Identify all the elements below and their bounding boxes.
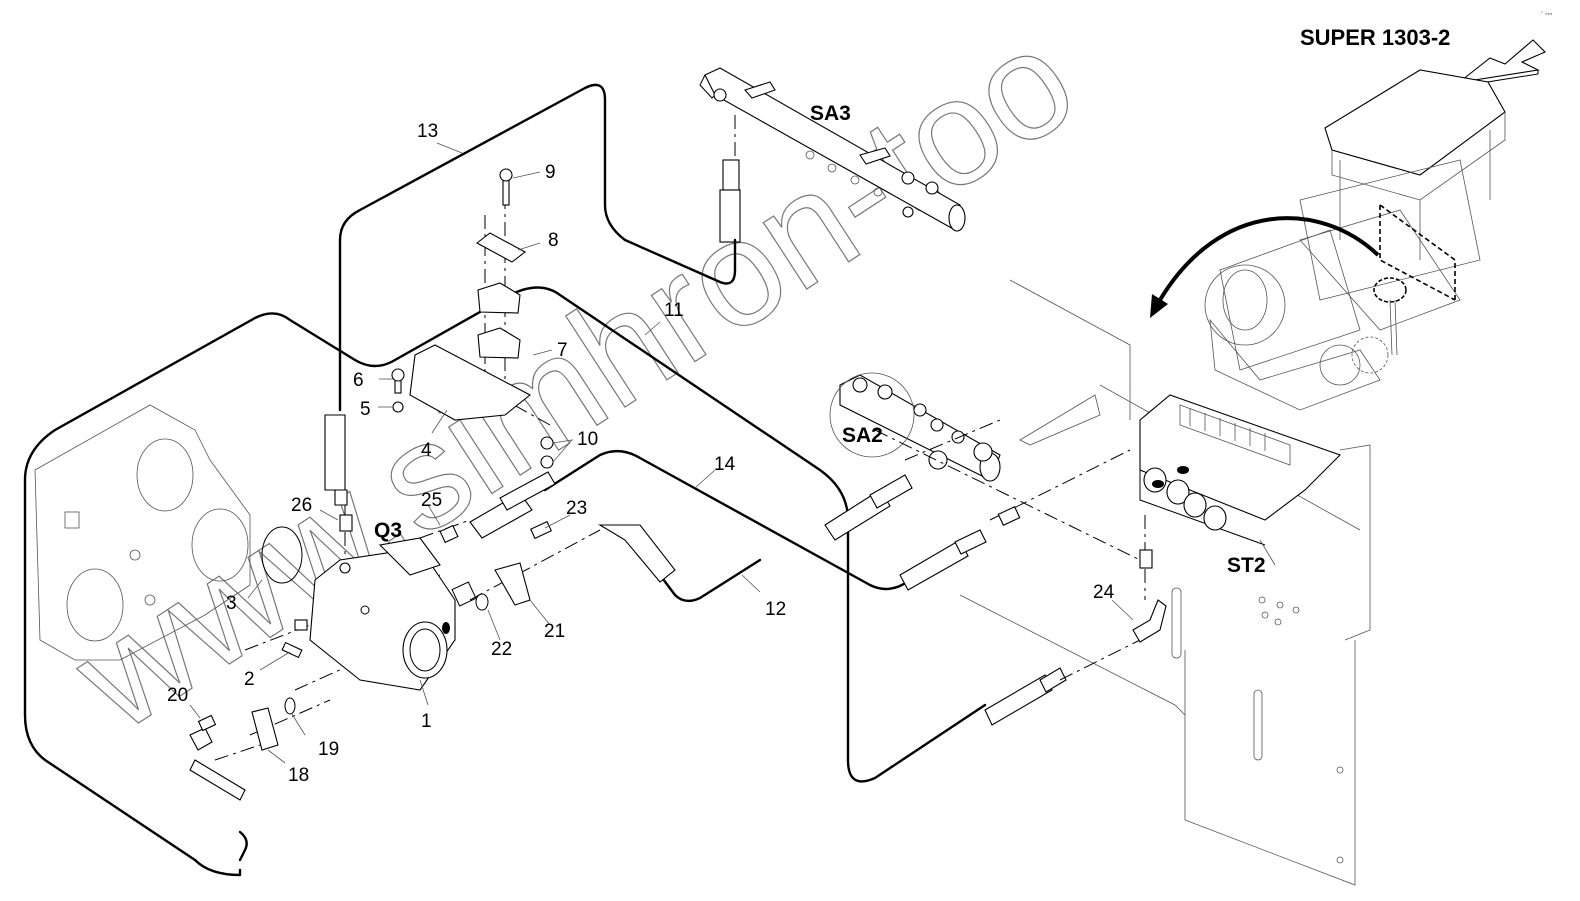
part-label-20: 20: [167, 685, 188, 706]
o-ring-3: [261, 526, 303, 584]
part-label-25: 25: [421, 490, 442, 511]
elbow-fitting-24: [1132, 599, 1167, 643]
part-label-1: 1: [421, 711, 432, 732]
part-label-4: 4: [421, 440, 432, 461]
part-label-18: 18: [288, 765, 309, 786]
part-label-14: 14: [714, 454, 736, 475]
part-label-22: 22: [491, 639, 512, 660]
fitting-sa2-union: [997, 506, 1021, 526]
fitting-st2-union: [1139, 549, 1153, 569]
tag-q3: Q3: [374, 519, 402, 542]
clamp-7-bottom: [477, 327, 521, 359]
flange-18: [251, 707, 279, 751]
part-label-2: 2: [244, 669, 255, 690]
mounting-panel: [959, 279, 1371, 886]
curved-arrow-icon: [1150, 216, 1380, 318]
part-label-7: 7: [557, 340, 568, 361]
hose-fittings: [189, 414, 1067, 801]
part-label-11: 11: [664, 300, 684, 321]
part-label-21: 21: [544, 621, 565, 642]
leader-lines: [189, 142, 1276, 764]
spacer-22: [451, 581, 477, 607]
manifold-sa3: [699, 67, 966, 232]
part-label-12: 12: [765, 599, 786, 620]
tag-sa2: SA2: [842, 424, 883, 447]
paver-machine-illustration: [1204, 69, 1506, 411]
bracket-4: [409, 344, 531, 421]
hose-14: [543, 450, 912, 591]
o-ring-19: [284, 697, 296, 715]
bolt-20: [197, 714, 217, 732]
part-label-5: 5: [360, 399, 371, 420]
manifold-sa2: [829, 372, 1001, 482]
part-label-24: 24: [1093, 582, 1115, 603]
machine-title: SUPER 1303-2: [1300, 25, 1450, 50]
part-label-13: 13: [417, 121, 438, 142]
part-number-labels: 1 2 3 4 5 6 7 8 9 10 11 12 13 14 18 19 2…: [167, 121, 1115, 786]
part-label-26: 26: [291, 495, 312, 516]
o-ring-22: [475, 593, 489, 611]
bolt-2: [281, 641, 303, 659]
hydraulic-pump-q3: [294, 537, 456, 691]
fitting-26: [339, 514, 353, 532]
part-label-23: 23: [566, 498, 587, 519]
hose-12: [658, 558, 762, 603]
nut-10b: [540, 455, 554, 469]
part-label-6: 6: [353, 370, 364, 391]
tag-st2: ST2: [1227, 554, 1266, 577]
tag-sa3: SA3: [810, 102, 851, 125]
part-label-8: 8: [548, 230, 559, 251]
plate-8: [475, 232, 527, 263]
clamp-7-top: [477, 282, 521, 314]
watermark-text: www.simhron-too: [45, 0, 1102, 762]
corner-mark: ·° ▪▪▪: [1538, 10, 1553, 18]
hose-20: [238, 830, 248, 862]
valve-block-st2: [1139, 394, 1342, 546]
part-label-9: 9: [545, 162, 556, 183]
gearbox-housing: [34, 404, 251, 661]
part-label-19: 19: [318, 739, 339, 760]
hose-13: [338, 83, 737, 412]
nut-10a: [540, 436, 554, 450]
watermark: www.simhron-too: [44, 0, 1102, 763]
hose-fitting-sa3: [719, 159, 741, 243]
washer-5: [392, 401, 404, 413]
bolt-23: [529, 520, 553, 540]
hardware-parts: [197, 168, 1167, 751]
part-label-10: 10: [577, 429, 598, 450]
part-label-3: 3: [226, 593, 237, 614]
fitting-25: [439, 524, 459, 544]
